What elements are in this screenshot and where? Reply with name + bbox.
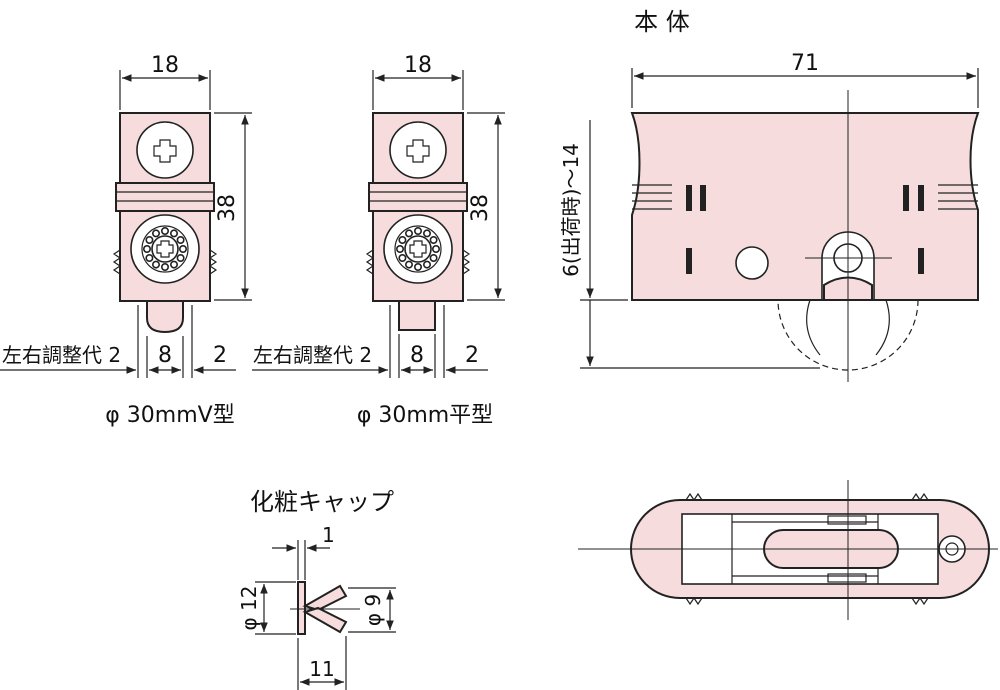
dial-dot bbox=[429, 236, 438, 245]
dial-dot bbox=[176, 236, 185, 245]
dial-dot bbox=[152, 229, 161, 238]
body-projection-label: 6(出荷時)〜14 bbox=[559, 143, 583, 277]
dial-dot bbox=[398, 236, 407, 245]
front-view-v-type bbox=[112, 112, 218, 334]
dial-dot bbox=[176, 254, 185, 263]
dial-dot bbox=[429, 254, 438, 263]
dial-dot bbox=[143, 245, 152, 254]
dial-dot bbox=[431, 245, 440, 254]
front2-caption: φ 30mm平型 bbox=[357, 403, 493, 428]
dial-dot bbox=[145, 236, 154, 245]
dial-dot bbox=[170, 229, 179, 238]
dial-dot bbox=[145, 254, 154, 263]
dial-dot bbox=[161, 262, 170, 271]
body-top-view bbox=[578, 480, 998, 620]
dial-dot bbox=[398, 254, 407, 263]
dial-dot bbox=[404, 260, 413, 269]
front1-width-label: 18 bbox=[151, 53, 179, 78]
dial-dot bbox=[404, 229, 413, 238]
dial-dot bbox=[422, 260, 431, 269]
dial-dot bbox=[179, 245, 188, 254]
body-title: 本 体 bbox=[634, 8, 690, 36]
cap-thickness-label: 1 bbox=[322, 523, 335, 547]
cap-dimensions bbox=[255, 540, 396, 690]
front-view-v-dimensions bbox=[0, 70, 252, 378]
dial-dot bbox=[161, 227, 170, 236]
front1-caption: φ 30mmV型 bbox=[105, 403, 234, 428]
dial-dot bbox=[413, 262, 422, 271]
front1-adjust-label: 左右調整代 2 bbox=[2, 343, 121, 367]
dial-dot bbox=[413, 227, 422, 236]
body-dimensions bbox=[580, 68, 979, 369]
front2-adjust-label: 左右調整代 2 bbox=[253, 343, 372, 367]
front-view-flat-type bbox=[365, 112, 471, 331]
cap-length-label: 11 bbox=[309, 657, 334, 681]
front1-side-dim: 2 bbox=[213, 343, 227, 368]
dial-dot bbox=[152, 260, 161, 269]
front1-height-label: 38 bbox=[215, 194, 240, 222]
front2-side-dim: 2 bbox=[465, 343, 479, 368]
cap-view bbox=[290, 581, 360, 635]
cap-title: 化粧キャップ bbox=[250, 488, 394, 516]
front1-wheel-dim: 8 bbox=[158, 343, 172, 368]
front2-height-label: 38 bbox=[468, 194, 493, 222]
body-side-view bbox=[630, 90, 980, 382]
dial-dot bbox=[395, 245, 404, 254]
front-view-flat-dimensions bbox=[252, 70, 505, 378]
front2-width-label: 18 bbox=[404, 53, 432, 78]
front2-wheel-dim: 8 bbox=[410, 343, 424, 368]
cap-head-dia-label: φ 12 bbox=[237, 586, 261, 631]
cap-shank-dia-label: φ 9 bbox=[361, 594, 385, 626]
dial-dot bbox=[170, 260, 179, 269]
dial-dot bbox=[422, 229, 431, 238]
body-length-label: 71 bbox=[791, 51, 819, 76]
